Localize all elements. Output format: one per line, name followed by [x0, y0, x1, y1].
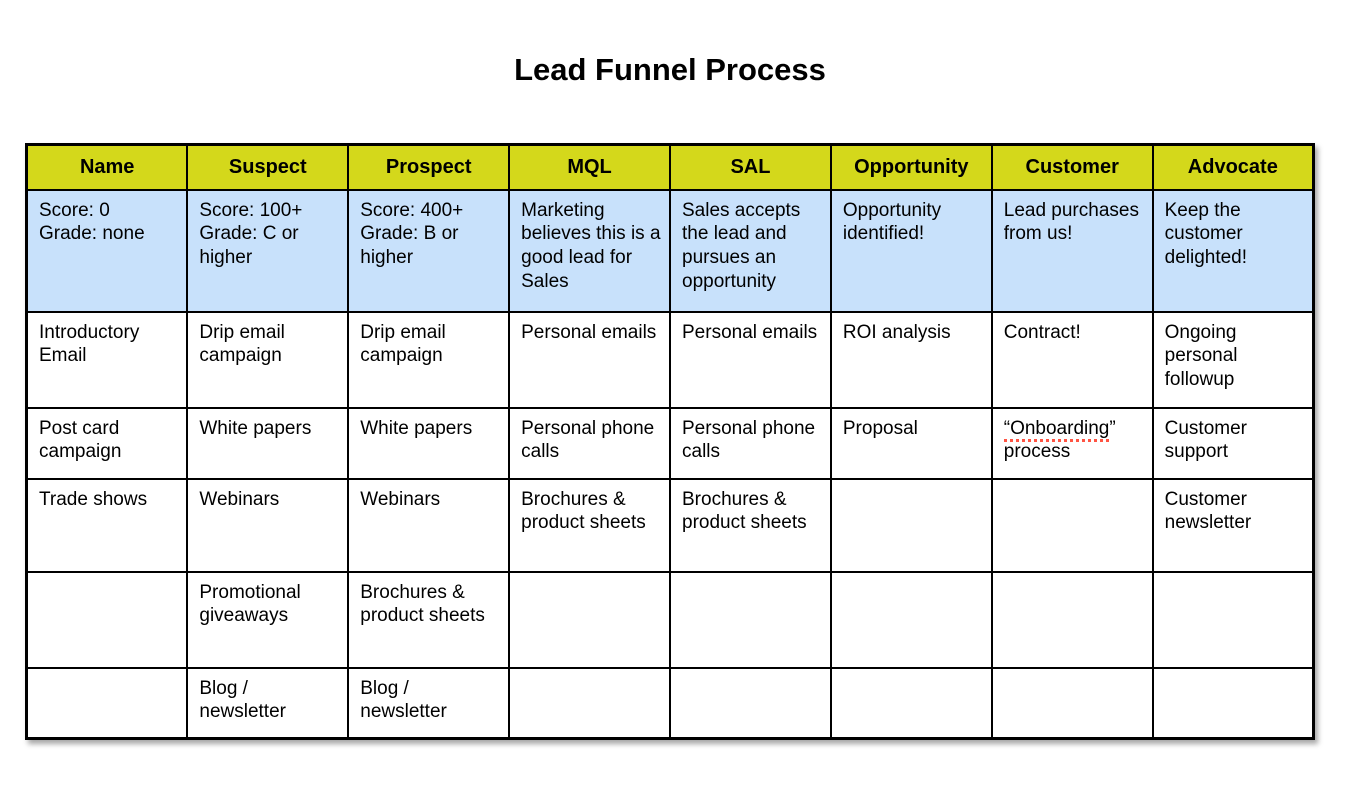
cell-suspect-row-4: Promotional giveaways: [186, 570, 350, 669]
column-header-name: Name: [25, 143, 189, 191]
cell-suspect-row-1: Drip email campaign: [186, 310, 350, 409]
cell-opportunity-row-1: ROI analysis: [829, 310, 993, 409]
cell-sal-row-4: [669, 570, 832, 669]
column-header-prospect: Prospect: [347, 143, 511, 191]
cell-suspect-row-3: Webinars: [186, 477, 350, 573]
spellcheck-underlined-word: “Onboarding: [1003, 417, 1110, 442]
cell-opportunity-row-4: [829, 570, 993, 669]
cell-mql-row-4: [508, 570, 671, 669]
cell-prospect-row-1: Drip email campaign: [347, 310, 511, 409]
cell-mql-row-1: Personal emails: [508, 310, 671, 409]
cell-sal-row-1: Personal emails: [669, 310, 832, 409]
cell-prospect-row-4: Brochures & product sheets: [347, 570, 511, 669]
column-header-suspect: Suspect: [186, 143, 350, 191]
cell-name-row-3: Trade shows: [25, 477, 189, 573]
column-header-sal: SAL: [669, 143, 832, 191]
page-title: Lead Funnel Process: [514, 52, 826, 87]
column-header-mql: MQL: [508, 143, 671, 191]
cell-advocate-row-3: Customer newsletter: [1151, 477, 1315, 573]
cell-customer-row-1: Contract!: [990, 310, 1154, 409]
column-header-opportunity: Opportunity: [829, 143, 993, 191]
description-cell-name: Score: 0 Grade: none: [25, 188, 189, 313]
cell-suspect-row-2: White papers: [186, 406, 350, 480]
cell-sal-row-2: Personal phone calls: [669, 406, 832, 480]
description-cell-mql: Marketing believes this is a good lead f…: [508, 188, 671, 313]
cell-opportunity-row-3: [829, 477, 993, 573]
cell-prospect-row-3: Webinars: [347, 477, 511, 573]
cell-mql-row-5: [508, 666, 671, 740]
cell-sal-row-3: Brochures & product sheets: [669, 477, 832, 573]
description-cell-opportunity: Opportunity identified!: [829, 188, 993, 313]
cell-name-row-4: [25, 570, 189, 669]
description-cell-prospect: Score: 400+ Grade: B or higher: [347, 188, 511, 313]
cell-suspect-row-5: Blog / newsletter: [186, 666, 350, 740]
cell-customer-row-3: [990, 477, 1154, 573]
cell-opportunity-row-2: Proposal: [829, 406, 993, 480]
cell-sal-row-5: [669, 666, 832, 740]
description-cell-sal: Sales accepts the lead and pursues an op…: [669, 188, 832, 313]
description-cell-suspect: Score: 100+ Grade: C or higher: [186, 188, 350, 313]
cell-advocate-row-5: [1151, 666, 1315, 740]
cell-customer-row-5: [990, 666, 1154, 740]
cell-advocate-row-4: [1151, 570, 1315, 669]
cell-opportunity-row-5: [829, 666, 993, 740]
column-header-advocate: Advocate: [1151, 143, 1315, 191]
cell-customer-row-2: “Onboarding” process: [990, 406, 1154, 480]
cell-advocate-row-2: Customer support: [1151, 406, 1315, 480]
description-cell-advocate: Keep the customer delighted!: [1151, 188, 1315, 313]
cell-mql-row-3: Brochures & product sheets: [508, 477, 671, 573]
cell-name-row-2: Post card campaign: [25, 406, 189, 480]
cell-customer-row-4: [990, 570, 1154, 669]
cell-mql-row-2: Personal phone calls: [508, 406, 671, 480]
cell-prospect-row-5: Blog / newsletter: [347, 666, 511, 740]
cell-prospect-row-2: White papers: [347, 406, 511, 480]
cell-name-row-5: [25, 666, 189, 740]
column-header-customer: Customer: [990, 143, 1154, 191]
description-cell-customer: Lead purchases from us!: [990, 188, 1154, 313]
cell-name-row-1: Introductory Email: [25, 310, 189, 409]
cell-advocate-row-1: Ongoing personal followup: [1151, 310, 1315, 409]
